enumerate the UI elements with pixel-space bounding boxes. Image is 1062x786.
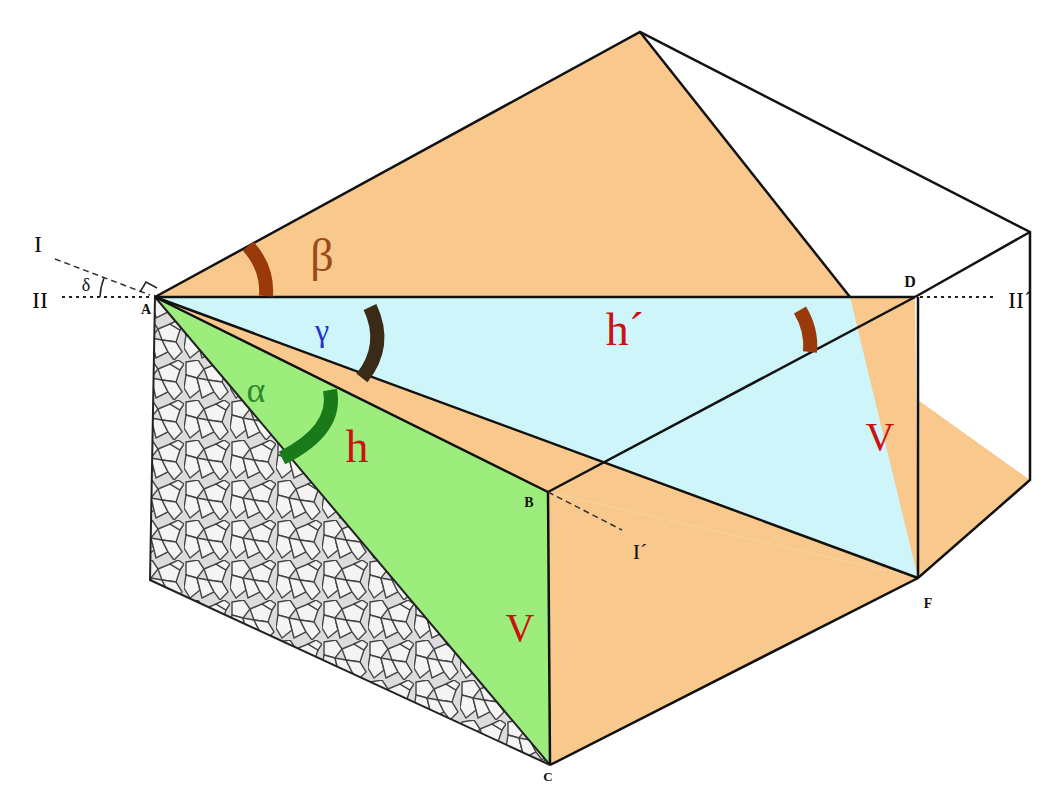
- line-label: II´: [1008, 288, 1032, 312]
- angle-label: α: [247, 372, 266, 408]
- angle-label: δ: [82, 276, 90, 294]
- length-label: V: [866, 417, 895, 457]
- point-label: F: [924, 597, 933, 611]
- angle-label: β: [310, 233, 333, 279]
- length-label: h´: [606, 307, 644, 353]
- line-label: I´: [633, 541, 648, 563]
- point-label: C: [543, 770, 552, 783]
- length-label: h: [346, 424, 369, 470]
- point-label: A: [141, 303, 151, 317]
- angle-label: γ: [315, 314, 329, 346]
- point-label: B: [524, 496, 533, 510]
- point-label: D: [904, 274, 916, 290]
- line-label: II: [32, 288, 48, 312]
- line-label: I: [34, 232, 42, 256]
- length-label: V: [506, 608, 535, 648]
